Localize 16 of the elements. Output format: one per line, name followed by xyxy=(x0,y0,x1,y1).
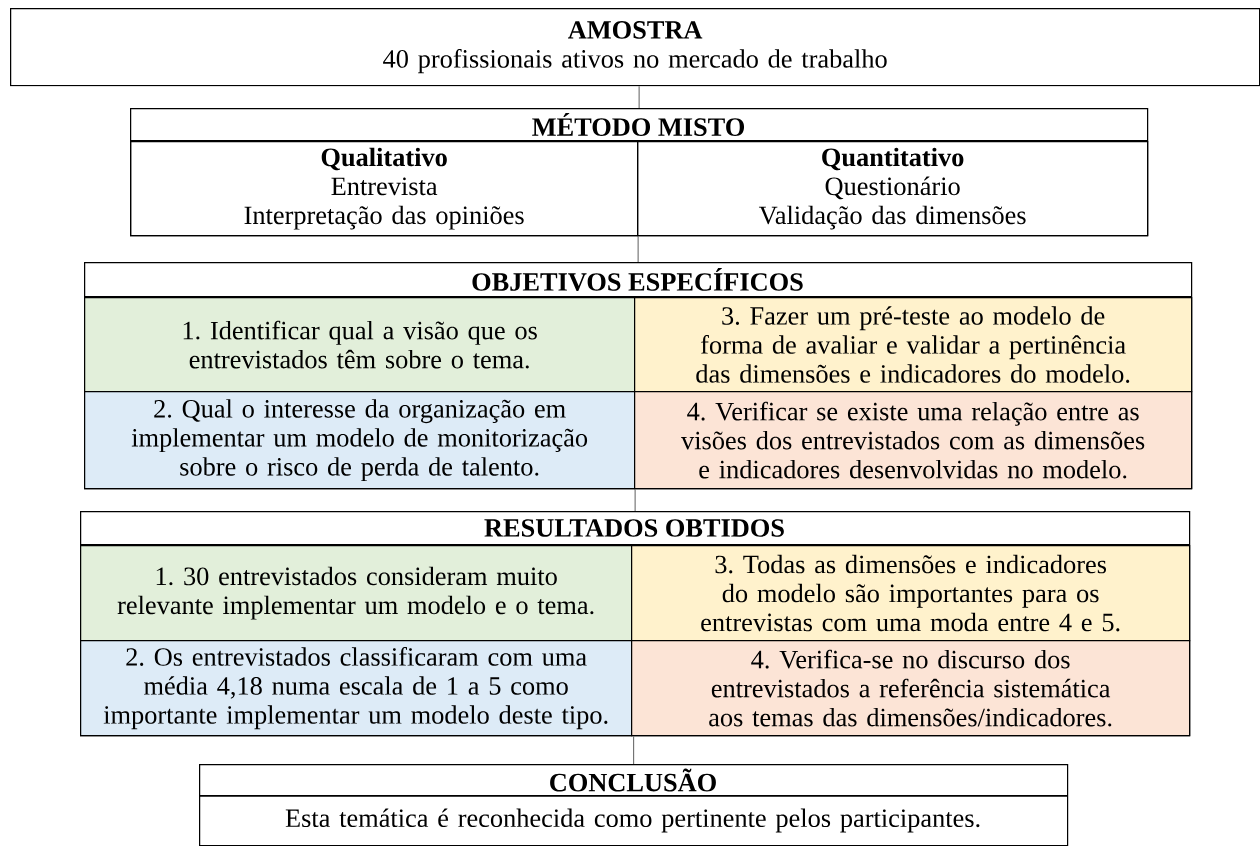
table-cell: 4. Verificar se existe uma relação entre as visões dos entrevistados com as dimensões e indicadores desenvolvidas no modelo. xyxy=(634,391,1193,490)
text-box: CONCLUSÃO Esta temática é reconhecida como pertinente pelos participantes. xyxy=(198,764,1069,846)
table-cell: 2. Qual o interesse da organização em implementar um modelo de monitorização sobre o risco de perda de talento. xyxy=(84,391,636,490)
connector-line xyxy=(637,235,639,263)
text-box: AMOSTRA 40 profissionais ativos no mercado de trabalho xyxy=(10,8,1260,87)
table-cell: 2. Os entrevistados classificaram com uma média 4,18 numa escala de 1 a 5 como importante implementar um modelo deste tipo. xyxy=(80,640,633,737)
table-cell: Qualitativo Entrevista Interpretação das opiniões xyxy=(130,141,639,237)
connector-line xyxy=(633,735,635,765)
table-cell: 3. Todas as dimensões e indicadores do modelo são importantes para os entrevistas com uma moda entre 4 e 5. xyxy=(631,545,1191,642)
table-cell: Quantitativo Questionário Validação das dimensões xyxy=(637,141,1149,237)
connector-line xyxy=(634,488,636,512)
table-cell: 3. Fazer um pré-teste ao modelo de forma de avaliar e validar a pertinência das dimensões e indicadores do modelo. xyxy=(634,297,1193,393)
table-cell: 1. 30 entrevistados consideram muito relevante implementar um modelo e o tema. xyxy=(80,545,633,642)
table-cell: 1. Identificar qual a visão que os entrevistados têm sobre o tema. xyxy=(84,297,636,393)
connector-line xyxy=(638,85,640,109)
table-cell: 4. Verifica-se no discurso dos entrevistados a referência sistemática aos temas das dimensões/indicadores. xyxy=(631,640,1191,737)
